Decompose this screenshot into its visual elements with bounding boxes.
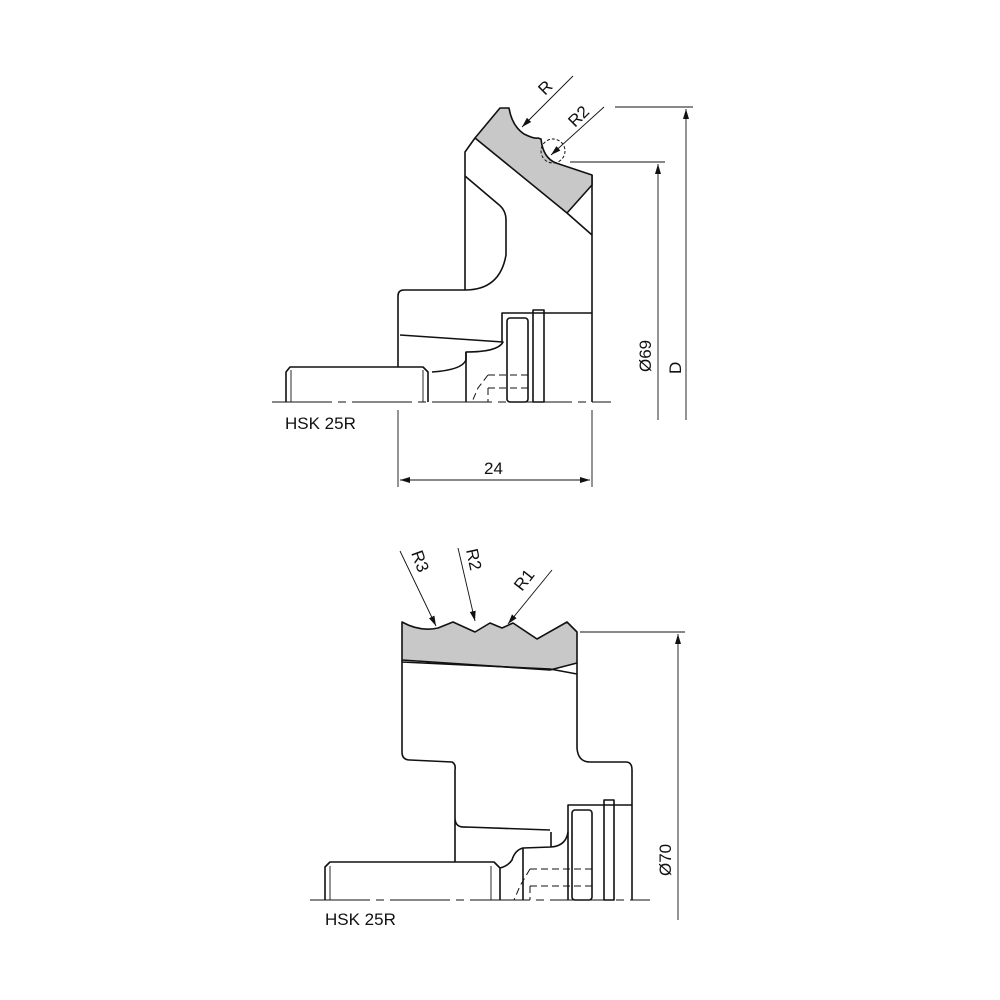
radius2-label: R2: [564, 102, 593, 131]
radius2-leader: [457, 547, 476, 622]
bottom-tool-drawing: R3 R2 R1 Ø70 HSK 25R: [310, 547, 685, 929]
hsk-shank: [324, 861, 501, 900]
width-label: 24: [484, 459, 503, 478]
top-tool-drawing: R R2 Ø69 D 24 HSK 25R: [272, 75, 693, 487]
clamp-box: [501, 312, 592, 342]
radius-leader: [521, 75, 574, 128]
depth-label: D: [666, 362, 685, 374]
detail-circle: [540, 138, 566, 164]
radius3-label: R3: [407, 548, 432, 575]
clamp-screw: [506, 317, 529, 403]
radius2-label: R2: [462, 547, 485, 572]
insert-blade: [401, 621, 578, 671]
tool-body: [397, 137, 593, 402]
diameter-label: Ø70: [656, 844, 675, 876]
hsk-shank: [285, 366, 429, 402]
tool-label: HSK 25R: [325, 910, 396, 929]
hidden-thread: [471, 374, 528, 403]
hidden-thread: [513, 868, 592, 901]
radius2-leader: [550, 106, 605, 156]
bore-line: [499, 831, 569, 900]
insert-blade: [474, 107, 593, 214]
tool-label: HSK 25R: [285, 414, 356, 433]
clamp-ring: [603, 799, 615, 901]
clamp-box: [567, 804, 632, 900]
tool-body: [401, 660, 633, 900]
radius3-leader: [399, 550, 437, 627]
clamp-ring: [532, 309, 545, 403]
clamp-screw: [571, 809, 593, 901]
radius1-label: R1: [510, 566, 538, 595]
diameter-label: Ø69: [636, 340, 655, 372]
radius1-leader: [507, 569, 553, 625]
